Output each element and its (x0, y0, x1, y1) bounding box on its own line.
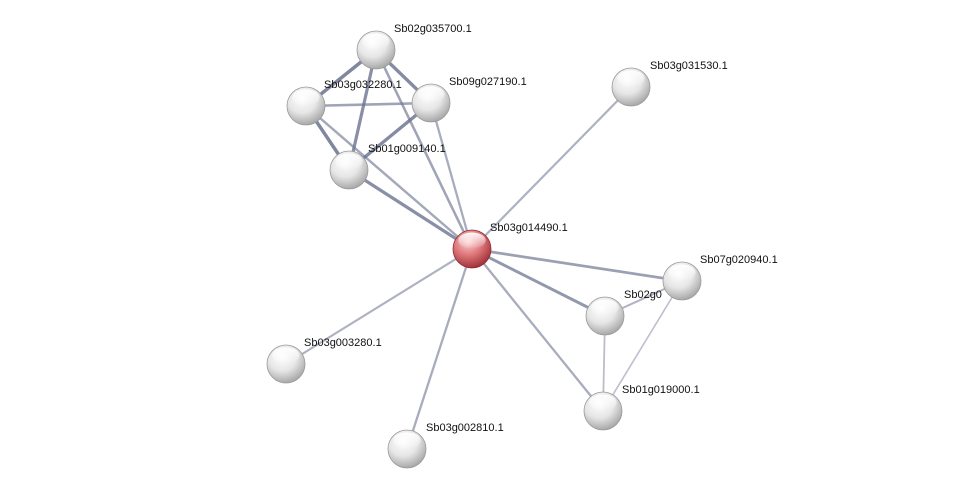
node-sb02g0[interactable] (585, 296, 625, 336)
node-label-sb09g027190-1: Sb09g027190.1 (449, 76, 527, 88)
node-sb09g027190-1[interactable] (411, 83, 451, 123)
node-label-sb01g019000-1: Sb01g019000.1 (622, 384, 700, 396)
edge-sb02g035700-1-sb01g009140-1[interactable] (347, 48, 378, 172)
node-highlight (668, 264, 696, 281)
node-sb01g009140-1[interactable] (329, 150, 369, 190)
edge-sb07g020940-1-sb03g014490-1[interactable] (470, 247, 684, 283)
node-label-sb02g0: Sb02g0 (624, 289, 662, 301)
edge-sb03g002810-1-sb03g014490-1[interactable] (405, 247, 474, 451)
node-sb03g014490-1[interactable] (452, 229, 492, 269)
edge-sb09g027190-1-sb03g014490-1[interactable] (429, 101, 474, 251)
node-highlight (591, 299, 619, 316)
node-sb02g035700-1[interactable] (356, 30, 396, 70)
node-highlight (417, 86, 445, 103)
edge-sb01g009140-1-sb03g014490-1[interactable] (347, 168, 474, 251)
edge-sb02g035700-1-sb03g014490-1[interactable] (374, 48, 474, 251)
edge-sb03g032280-1-sb03g014490-1[interactable] (304, 104, 474, 251)
node-highlight (393, 432, 421, 449)
nodes-layer (266, 30, 651, 469)
node-label-sb03g032280-1: Sb03g032280.1 (324, 79, 402, 91)
node-sb03g002810-1[interactable] (387, 429, 427, 469)
node-sb03g032280-1[interactable] (286, 86, 326, 126)
edge-sb03g031530-1-sb03g014490-1[interactable] (470, 85, 633, 251)
node-highlight (292, 89, 320, 106)
node-label-sb03g003280-1: Sb03g003280.1 (304, 337, 382, 349)
edge-sb07g020940-1-sb01g019000-1[interactable] (602, 280, 683, 412)
node-label-sb07g020940-1: Sb07g020940.1 (700, 254, 778, 266)
node-sb03g031530-1[interactable] (611, 67, 651, 107)
node-label-sb01g009140-1: Sb01g009140.1 (368, 143, 446, 155)
node-highlight (458, 232, 486, 249)
edge-sb01g019000-1-sb03g014490-1[interactable] (470, 247, 605, 413)
node-highlight (272, 347, 300, 364)
edge-sb03g003280-1-sb03g014490-1[interactable] (284, 247, 474, 366)
node-sb01g019000-1[interactable] (583, 391, 623, 431)
node-highlight (589, 394, 617, 411)
node-sb07g020940-1[interactable] (662, 261, 702, 301)
node-label-sb03g014490-1: Sb03g014490.1 (490, 222, 568, 234)
node-highlight (617, 70, 645, 87)
node-sb03g003280-1[interactable] (266, 344, 306, 384)
edge-sb02g0-sb03g014490-1[interactable] (470, 247, 607, 318)
node-label-sb03g002810-1: Sb03g002810.1 (426, 422, 504, 434)
node-label-sb03g031530-1: Sb03g031530.1 (650, 60, 728, 72)
node-label-sb02g035700-1: Sb02g035700.1 (394, 23, 472, 35)
edge-sb03g032280-1-sb09g027190-1[interactable] (304, 101, 433, 108)
node-highlight (335, 153, 363, 170)
node-highlight (362, 33, 390, 50)
